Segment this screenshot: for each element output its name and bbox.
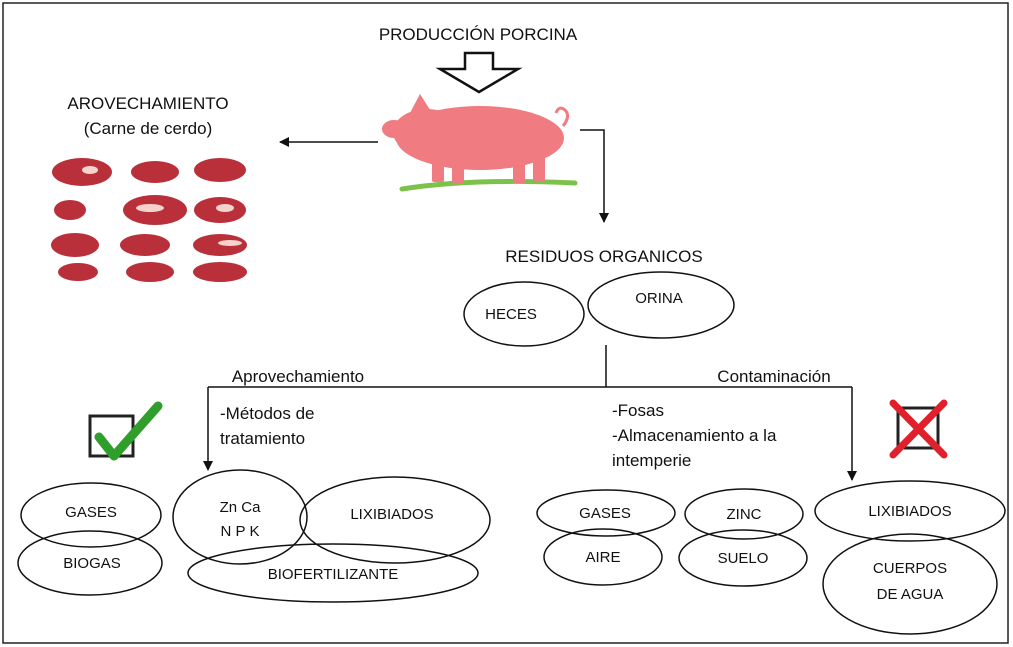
red-x-icon	[889, 399, 948, 459]
left-biogas-ellipse	[17, 530, 163, 596]
meat-fat-marbling	[82, 166, 242, 246]
pig-illustration	[382, 94, 578, 192]
zinc-label: ZINC	[727, 506, 762, 523]
meat-use-subtitle: (Carne de cerdo)	[84, 119, 213, 138]
meat-use-title: AROVECHAMIENTO	[67, 94, 228, 113]
left-gases-label: GASES	[65, 504, 117, 521]
residues-title: RESIDUOS ORGANICOS	[505, 247, 702, 266]
pig-to-residues-arrow	[580, 129, 609, 223]
right-branch-title: Contaminación	[717, 367, 830, 386]
right-gases-label: GASES	[579, 505, 631, 522]
biofertilizante-label: BIOFERTILIZANTE	[268, 566, 399, 583]
meat-icon	[51, 158, 247, 282]
left-biogas-label: BIOGAS	[63, 555, 121, 572]
heces-ellipse	[463, 281, 585, 347]
left-branch-note-line1: -Métodos de	[220, 404, 315, 423]
right-branch-note-line2: -Almacenamiento a la	[612, 426, 777, 445]
down-outline-arrow-icon	[435, 51, 523, 94]
grass-strip	[399, 178, 578, 192]
left-lixiviados-ellipse	[299, 476, 491, 564]
zinc-ellipse	[684, 488, 804, 540]
orina-label: ORINA	[635, 290, 683, 307]
right-gases-ellipse	[536, 489, 676, 537]
biofertilizante-ellipse	[187, 543, 479, 603]
meat-cuts-illustration	[51, 158, 247, 282]
left-branch-title: Aprovechamiento	[232, 367, 364, 386]
pig-tail	[554, 106, 570, 127]
nutrients-label-line1: Zn Ca	[220, 499, 262, 516]
right-lixiviados-ellipse	[814, 480, 1006, 542]
suelo-ellipse	[678, 529, 808, 587]
page-title: PRODUCCIÓN PORCINA	[379, 25, 578, 44]
suelo-label: SUELO	[718, 550, 769, 567]
nutrients-label-line2: N P K	[221, 523, 260, 540]
right-branch-note-line3: intemperie	[612, 451, 691, 470]
cuerpos-de-agua-label-line1: CUERPOS	[873, 560, 947, 577]
left-branch-note-line2: tratamiento	[220, 429, 305, 448]
right-lixiviados-label: LIXIBIADOS	[868, 503, 951, 520]
nutrients-ellipse	[172, 469, 308, 565]
green-check-icon	[88, 401, 163, 461]
heces-label: HECES	[485, 306, 537, 323]
cuerpos-de-agua-label-line2: DE AGUA	[877, 586, 944, 603]
aire-ellipse	[543, 528, 663, 586]
left-lixiviados-label: LIXIBIADOS	[350, 506, 433, 523]
pig-icon	[382, 94, 564, 183]
aire-label: AIRE	[585, 549, 620, 566]
orina-ellipse	[587, 271, 735, 339]
cuerpos-de-agua-ellipse	[822, 533, 998, 635]
right-branch-note-line1: -Fosas	[612, 401, 664, 420]
left-gases-ellipse	[20, 482, 162, 548]
